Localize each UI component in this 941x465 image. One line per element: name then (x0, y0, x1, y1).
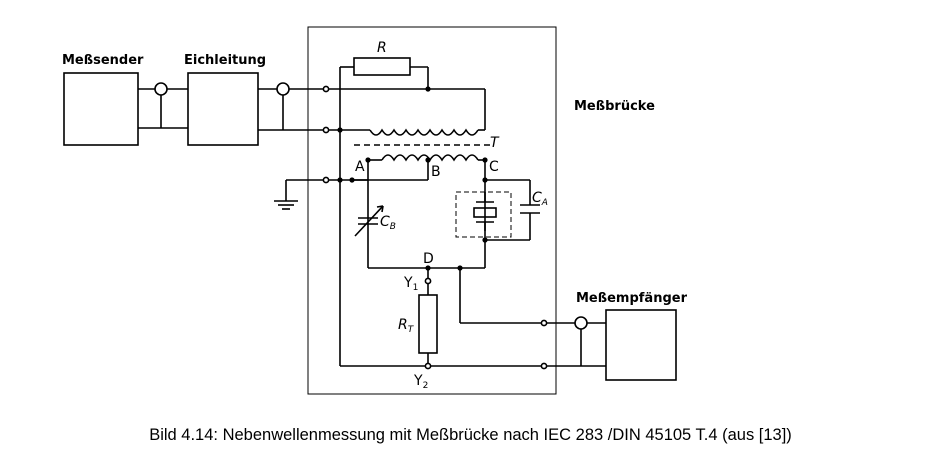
node-C-label: C (489, 159, 499, 175)
messempfaenger-label: Meßempfänger (576, 291, 688, 306)
circuit-diagram: Meßsender Eichleitung Meßbrücke Meßempfä… (62, 26, 688, 395)
transformer-primary (369, 128, 479, 136)
messempfaenger-box (605, 309, 677, 381)
messsender-box (63, 72, 139, 146)
terminal-in-bottom (322, 126, 330, 134)
coax-connector-1 (154, 82, 168, 96)
capacitor-CB-label: CB (380, 214, 396, 232)
resistor-R (353, 57, 411, 76)
resistor-RT-label: RT (398, 317, 415, 335)
node-A-label: A (355, 159, 365, 175)
resistor-R-label: R (377, 40, 387, 56)
terminal-in-top (322, 85, 330, 93)
eichleitung-label: Eichleitung (184, 53, 266, 68)
node-D-label: D (423, 251, 434, 267)
terminal-Y2 (424, 362, 432, 370)
node-Y2-label: Y2 (413, 373, 428, 391)
terminal-Y1 (424, 277, 432, 285)
messsender-label: Meßsender (62, 53, 144, 68)
terminal-out-top (540, 319, 548, 327)
coax-connector-2 (276, 82, 290, 96)
node-B-label: B (431, 164, 441, 180)
messbruecke-enclosure (307, 26, 557, 395)
node-Y1-label: Y1 (403, 275, 418, 293)
eichleitung-box (187, 72, 259, 146)
terminal-out-bottom (540, 362, 548, 370)
crystal-resonator (473, 207, 497, 218)
messbruecke-label: Meßbrücke (574, 99, 655, 114)
capacitor-CA-label: CA (532, 190, 548, 208)
coax-connector-3 (574, 316, 588, 330)
transformer-T-label: T (490, 135, 500, 151)
figure-caption: Bild 4.14: Nebenwellenmessung mit Meßbrü… (149, 426, 792, 444)
resistor-RT (418, 294, 438, 354)
terminal-ground (322, 176, 330, 184)
